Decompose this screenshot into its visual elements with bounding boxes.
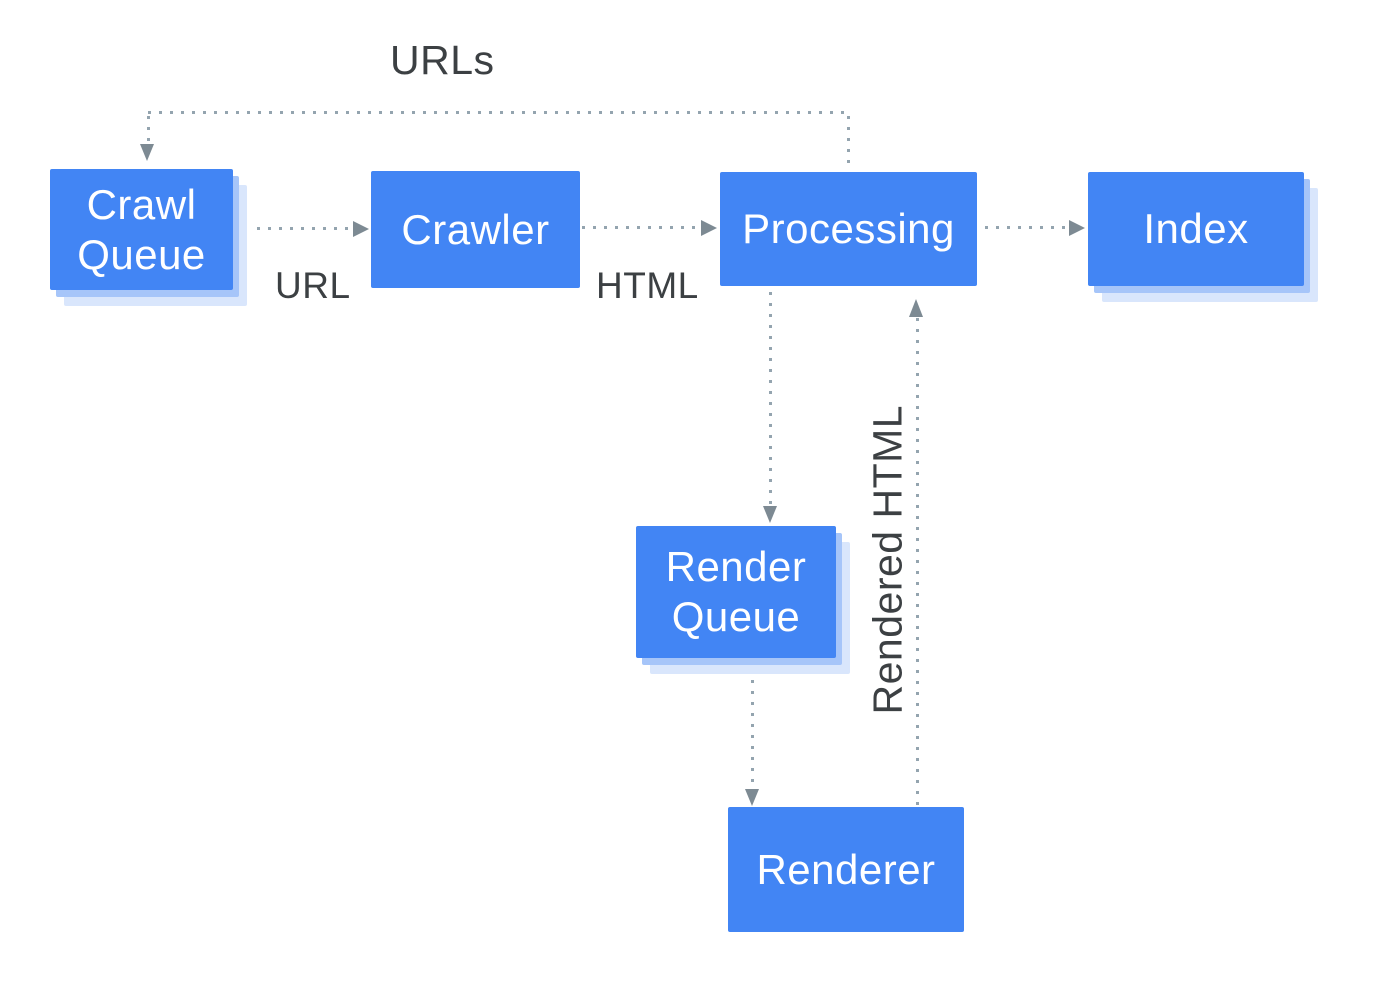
edge-label-url: URL bbox=[275, 265, 351, 306]
edge-renderer-processing-line bbox=[916, 318, 919, 807]
edge-crawler-processing-line bbox=[582, 226, 701, 229]
node-render-queue-label: Render Queue bbox=[665, 543, 807, 640]
arrowhead-down-icon bbox=[763, 506, 777, 523]
arrowhead-down-icon bbox=[745, 789, 759, 806]
arrowhead-right-icon bbox=[1069, 220, 1085, 236]
node-crawl-queue-label: Crawl Queue bbox=[77, 180, 206, 278]
edge-processing-crawlqueue-line-down-left bbox=[147, 116, 150, 144]
edge-processing-renderqueue-line bbox=[769, 292, 772, 505]
node-renderer: Renderer bbox=[728, 807, 964, 932]
edge-label-rendered-html: Rendered HTML bbox=[864, 404, 911, 715]
node-crawl-queue: Crawl Queue bbox=[50, 169, 233, 290]
edge-label-urls: URLs bbox=[390, 37, 495, 83]
edge-renderqueue-renderer-line bbox=[751, 680, 754, 788]
node-render-queue: Render Queue bbox=[636, 526, 836, 658]
edge-processing-crawlqueue-line-horizontal bbox=[148, 111, 848, 114]
arrowhead-up-icon bbox=[909, 299, 923, 317]
edge-label-html: HTML bbox=[596, 265, 699, 306]
arrowhead-right-icon bbox=[701, 220, 717, 236]
node-index: Index bbox=[1088, 172, 1304, 286]
node-renderer-label: Renderer bbox=[756, 845, 936, 893]
arrowhead-right-icon bbox=[353, 221, 369, 237]
node-index-label: Index bbox=[1143, 205, 1249, 253]
node-crawler-label: Crawler bbox=[401, 205, 550, 253]
node-crawler: Crawler bbox=[371, 171, 580, 288]
node-processing-label: Processing bbox=[742, 205, 955, 253]
edge-processing-crawlqueue-line-up-right bbox=[847, 116, 850, 167]
edge-processing-index-line bbox=[985, 226, 1069, 229]
arrowhead-down-icon bbox=[140, 144, 154, 161]
node-processing: Processing bbox=[720, 172, 977, 286]
edge-crawlqueue-crawler-line bbox=[257, 227, 353, 230]
